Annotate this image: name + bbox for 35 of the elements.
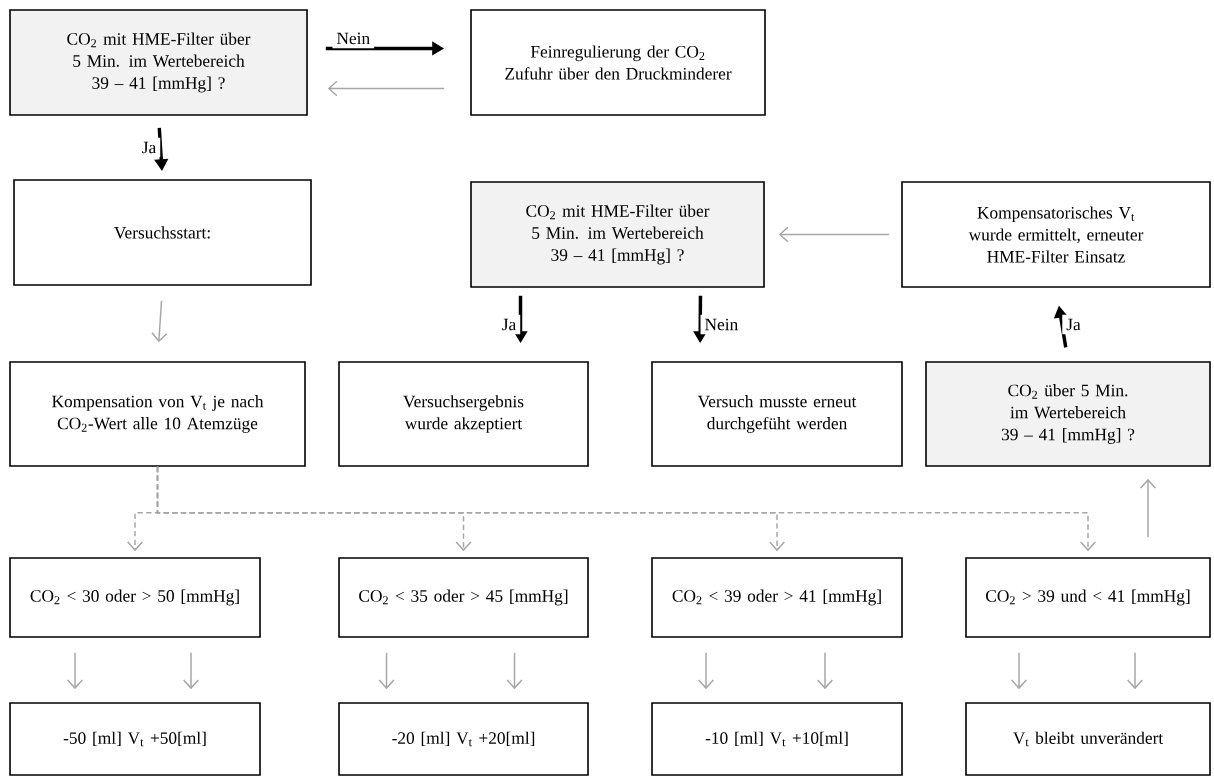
process-box: CO$_{2}$ > 39 und < 41 [mmHg] [965, 557, 1211, 638]
process-box: Feinregulierung der CO$_{2}$ Zufuhr über den Druckminderer [470, 9, 766, 116]
arrow [151, 300, 168, 343]
process-box: -10 [ml] V$_{t}$ +10[ml] [651, 702, 903, 776]
edge-label: Nein [700, 314, 743, 335]
edge-label: Ja [137, 137, 161, 158]
edge-label: Ja [1062, 314, 1085, 335]
arrow [182, 652, 200, 690]
process-box: CO$_{2}$ < 30 oder > 50 [mmHg] [9, 557, 261, 638]
arrow [66, 652, 84, 690]
process-box: Kompensatorisches V$_{t}$ wurde ermittelt, erneuter HME-Filter Einsatz [901, 181, 1211, 288]
process-box: Versuchsergebnis wurde akzeptiert [338, 361, 589, 467]
arrow [697, 652, 715, 690]
process-box: Versuchsstart: [13, 179, 312, 286]
arrow [378, 652, 395, 690]
arrow [327, 80, 445, 97]
arrow [156, 466, 1097, 552]
process-box: CO$_{2}$ < 35 oder > 45 [mmHg] [338, 557, 589, 638]
arrow [506, 652, 523, 690]
decision-box: CO$_{2}$ über 5 Min. im Wertebereich 39 – 41 [mmHg] ? [925, 361, 1211, 467]
decision-box: CO$_{2}$ mit HME-Filter über 5 Min. im Wertebereich 39 – 41 [mmHg] ? [9, 9, 308, 116]
process-box: -50 [ml] V$_{t}$ +50[ml] [9, 702, 261, 776]
edge-label: Ja [497, 314, 521, 335]
arrow [778, 226, 890, 243]
arrow [1126, 652, 1144, 690]
edge-label: Nein [332, 28, 375, 49]
process-box: V$_{t}$ bleibt unverändert [965, 702, 1211, 776]
arrow [1010, 652, 1028, 690]
process-box: -20 [ml] V$_{t}$ +20[ml] [338, 702, 589, 776]
process-box: Kompensation von V$_{t}$ je nach CO$_{2}$-Wert alle 10 Atemzüge [9, 361, 306, 467]
arrow [816, 652, 834, 690]
arrow [1139, 478, 1157, 538]
process-box: Versuch musste erneut durchgefüht werden [651, 361, 903, 467]
process-box: CO$_{2}$ < 39 oder > 41 [mmHg] [651, 557, 903, 638]
decision-box: CO$_{2}$ mit HME-Filter über 5 Min. im Wertebereich 39 – 41 [mmHg] ? [470, 181, 765, 288]
